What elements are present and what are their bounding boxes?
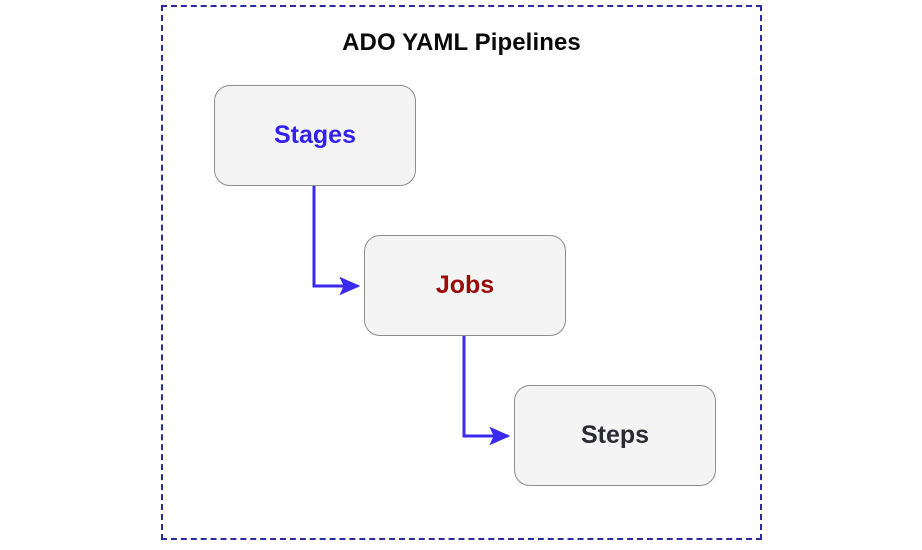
- node-steps-label: Steps: [580, 421, 650, 449]
- node-steps[interactable]: Steps: [514, 385, 716, 486]
- node-stages[interactable]: Stages: [214, 85, 416, 186]
- diagram-title: ADO YAML Pipelines: [342, 29, 581, 56]
- node-stages-label: Stages: [274, 121, 356, 149]
- node-jobs[interactable]: Jobs: [364, 235, 566, 336]
- diagram-frame: [161, 5, 762, 540]
- node-jobs-label: Jobs: [435, 271, 495, 299]
